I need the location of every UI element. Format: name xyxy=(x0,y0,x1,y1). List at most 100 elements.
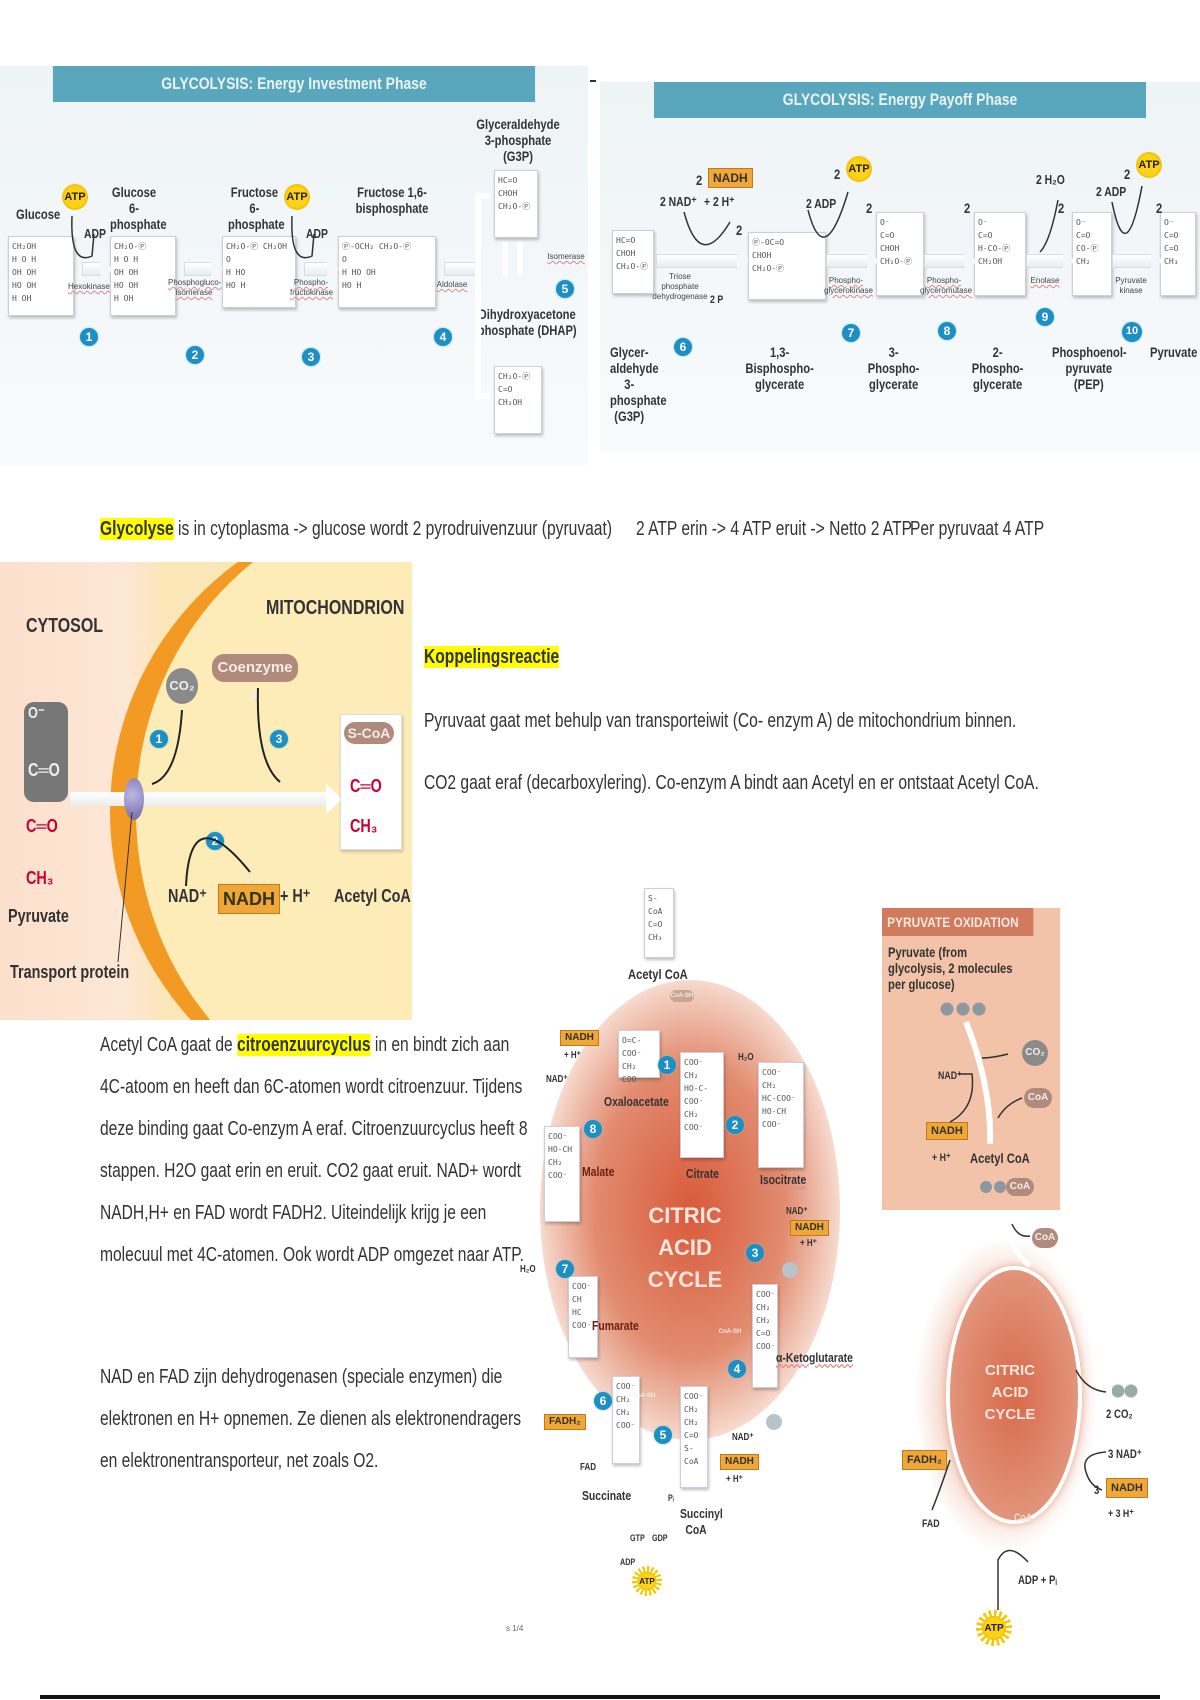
label-3-phosphoglycerate: 3-Phospho-glycerate xyxy=(867,344,920,392)
adp-label: ADP xyxy=(620,1557,636,1567)
nad-label: NAD⁺ xyxy=(938,1070,962,1082)
fadh2-badge: FADH₂ xyxy=(902,1450,947,1470)
step-2-badge: 2 xyxy=(726,1116,744,1134)
page-marker: s 1/4 xyxy=(506,1624,524,1633)
co2-bubble: CO₂ xyxy=(1022,1040,1048,1066)
atp-starburst-icon: ATP xyxy=(632,1566,662,1596)
atp-starburst-icon: ATP xyxy=(840,150,878,188)
label-glucose-6-phosphate: Glucose 6-phosphate xyxy=(110,184,167,232)
multiplier-2: 2 xyxy=(1058,200,1065,216)
ch3-group: CH₃ xyxy=(26,868,54,888)
co2-bubble xyxy=(782,1262,798,1278)
step-1-badge: 1 xyxy=(658,1056,676,1074)
h-plus-label: + H⁺ xyxy=(800,1238,817,1249)
o-minus: O⁻ xyxy=(28,705,45,722)
nadh-badge: NADH xyxy=(560,1030,599,1046)
nad-label: NAD⁺ xyxy=(546,1074,568,1085)
enzyme-pyruvate-kinase: Pyruvate kinase xyxy=(1115,276,1147,295)
step-6-badge: 6 xyxy=(594,1392,612,1410)
step-9-badge: 9 xyxy=(1036,308,1054,326)
footer-rule xyxy=(40,1695,1160,1699)
s-coa-pill: S-CoA xyxy=(344,722,394,744)
nad-label: NAD⁺ xyxy=(786,1206,808,1217)
enzyme-phosphoglucoisomerase: Phosphogluco-isomerase xyxy=(168,278,222,297)
h-plus-label: + H⁺ xyxy=(726,1474,743,1485)
co2-output: 2 CO₂ xyxy=(1106,1407,1133,1421)
fad-label: FAD xyxy=(580,1462,596,1473)
reaction-arrows xyxy=(71,193,523,399)
step-5-badge: 5 xyxy=(654,1426,672,1444)
citric-text-prefix: Acetyl CoA gaat de xyxy=(100,1034,238,1056)
atp-balance-note: 2 ATP erin -> 4 ATP eruit -> Netto 2 ATP xyxy=(636,518,913,540)
reaction-arrows xyxy=(683,185,1143,253)
nad-input: 3 NAD⁺ xyxy=(1108,1447,1142,1461)
coa-sh-pill: CoA-SH xyxy=(632,1393,656,1399)
label-1-3-bisphosphoglycerate: 1,3-Bisphospho-glycerate xyxy=(745,344,814,392)
adp-input: 2 ADP xyxy=(1096,184,1127,199)
h-plus-label: + H⁺ xyxy=(932,1152,951,1164)
koppeling-heading: Koppelingsreactie xyxy=(424,636,560,678)
atp-starburst-icon: ATP xyxy=(56,178,94,216)
enzyme-phosphofructokinase: Phospho-fructokinase xyxy=(290,278,334,297)
glycolyse-description: is in cytoplasma -> glucose wordt 2 pyro… xyxy=(173,518,613,540)
fad-label: FAD xyxy=(922,1518,940,1530)
atp-count: 2 xyxy=(1124,166,1131,182)
step-5-badge: 5 xyxy=(556,280,574,298)
enzyme-enolase: Enolase xyxy=(1030,276,1060,285)
nadh-badge: NADH xyxy=(720,1454,759,1470)
pyruvate-carbon-chain-icon xyxy=(940,1002,986,1016)
label-succinate: Succinate xyxy=(582,1488,632,1503)
nadh-badge: NADH xyxy=(1106,1478,1148,1498)
link-reaction-figure: CYTOSOL MITOCHONDRION CO₂ Coenzyme A 1 2… xyxy=(0,562,412,1020)
multiplier-2: 2 xyxy=(736,222,743,238)
nadh-badge: NADH xyxy=(708,168,753,188)
pyruvate-label: Pyruvate xyxy=(8,906,69,926)
atp-count: 2 xyxy=(834,166,841,182)
step-7-badge: 7 xyxy=(842,324,860,342)
label-pyruvate: Pyruvate xyxy=(1150,344,1198,360)
h2o-output: 2 H₂O xyxy=(1036,172,1065,187)
label-pep: Phosphoenol-pyruvate (PEP) xyxy=(1052,344,1127,392)
reaction-arrows xyxy=(931,1210,1107,1610)
nadh-badge: NADH xyxy=(926,1122,968,1140)
glycolysis-investment-panel: GLYCOLYSIS: Energy Investment Phase Gluc… xyxy=(0,66,588,466)
arrow-step-8 xyxy=(924,249,977,273)
enzyme-isomerase: Isomerase xyxy=(547,252,585,261)
h2o-label: H₂O xyxy=(738,1052,754,1063)
h-plus-label: + H⁺ xyxy=(564,1050,581,1061)
step-3-badge: 3 xyxy=(746,1244,764,1262)
h-output: + 2 H⁺ xyxy=(704,194,735,209)
mitochondrion-label: MITOCHONDRION xyxy=(266,597,405,619)
step-1-badge: 1 xyxy=(80,328,98,346)
coa-ring-label: CoA xyxy=(1014,1512,1033,1524)
acetyl-coa-label: Acetyl CoA xyxy=(334,886,411,906)
arrow-step-10 xyxy=(1112,249,1163,273)
label-g3p: Glyceraldehyde 3-phosphate (G3P) xyxy=(476,116,560,164)
acetyl-coa-label: Acetyl CoA xyxy=(628,966,688,982)
step-7-badge: 7 xyxy=(556,1260,574,1278)
koppeling-line-2: CO2 gaat eraf (decarboxylering). Co-enzy… xyxy=(424,772,1039,794)
glycolyse-note: Glycolyse is in cytoplasma -> glucose wo… xyxy=(100,508,612,550)
gdp-label: GDP xyxy=(652,1533,668,1543)
nadh-count: 3 xyxy=(1094,1483,1100,1497)
cytosol-label: CYTOSOL xyxy=(26,615,104,637)
arrow-step-2 xyxy=(184,257,223,281)
co2-bubble: CO₂ xyxy=(166,668,198,704)
pyruvate-oxidation-subtitle: Pyruvate (from glycolysis, 2 molecules p… xyxy=(888,944,1013,992)
arrow-step-6 xyxy=(656,249,749,273)
nad-input: 2 NAD⁺ xyxy=(660,194,697,209)
adp-input: 2 ADP xyxy=(806,196,837,211)
arrow-step-7 xyxy=(826,249,879,273)
adp-label: ADP xyxy=(306,226,328,241)
